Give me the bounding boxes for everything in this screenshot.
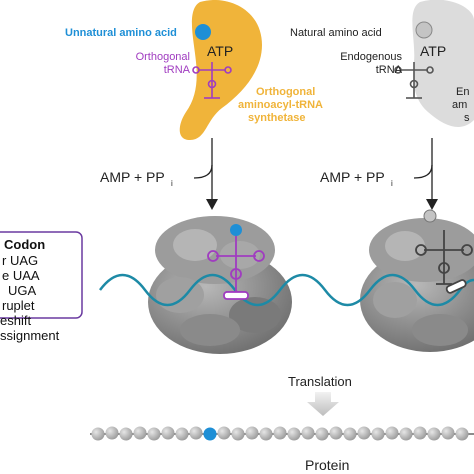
protein-chain bbox=[91, 426, 469, 441]
codon-item: ssignment bbox=[0, 328, 60, 343]
endogenous-trna-small-icon bbox=[394, 62, 434, 99]
synthetase-label-3: synthetase bbox=[248, 112, 305, 124]
protein-bead bbox=[259, 427, 273, 441]
right-amp-label: AMP + PP bbox=[320, 169, 385, 185]
protein-bead bbox=[189, 426, 203, 440]
synthetase-label-2: aminoacyl-tRNA bbox=[238, 99, 323, 111]
unnatural-amino-acid-label: Unnatural amino acid bbox=[65, 27, 177, 39]
orthogonal-anticodon bbox=[223, 291, 249, 300]
codon-item: eshift bbox=[0, 313, 31, 328]
left-amp-label: AMP + PP bbox=[100, 169, 165, 185]
endogenous-trna-label-2: tRNA bbox=[376, 64, 403, 76]
left-amp-subscript: i bbox=[171, 179, 173, 188]
protein-bead bbox=[343, 427, 357, 441]
left-atp-label: ATP bbox=[207, 43, 233, 59]
protein-bead bbox=[371, 427, 385, 441]
right-arrowhead bbox=[426, 199, 438, 210]
left-arrowhead bbox=[206, 199, 218, 210]
natural-amino-acid-label: Natural amino acid bbox=[290, 27, 382, 39]
codon-box-title: Codon bbox=[4, 237, 45, 252]
translation-arrow bbox=[307, 392, 339, 416]
orthogonal-trna-label-1: Orthogonal bbox=[136, 51, 190, 63]
protein-label: Protein bbox=[305, 457, 349, 473]
protein-bead bbox=[217, 426, 231, 440]
orthogonal-trna-label-2: tRNA bbox=[164, 64, 191, 76]
protein-bead bbox=[231, 427, 245, 441]
orthogonal-trna-small-icon bbox=[192, 62, 232, 99]
natural-amino-acid-dot bbox=[415, 21, 433, 39]
protein-bead bbox=[245, 426, 259, 440]
codon-item: e UAA bbox=[2, 268, 40, 283]
right-synthetase-label-2: am bbox=[452, 99, 467, 111]
unnatural-amino-acid-dot bbox=[195, 24, 211, 40]
protein-bead bbox=[147, 427, 161, 441]
translation-label: Translation bbox=[288, 374, 352, 389]
endogenous-trna-label-1: Endogenous bbox=[340, 51, 402, 63]
left-reaction-arrow bbox=[193, 138, 213, 200]
right-reaction-arrow bbox=[413, 138, 433, 200]
protein-bead bbox=[175, 427, 189, 441]
right-synthetase-label-1: En bbox=[456, 86, 469, 98]
protein-bead bbox=[385, 426, 399, 440]
right-amp-subscript: i bbox=[391, 179, 393, 188]
protein-bead bbox=[399, 427, 413, 441]
protein-bead bbox=[427, 427, 441, 441]
codon-box bbox=[0, 231, 83, 319]
protein-bead-unnatural bbox=[203, 427, 217, 441]
protein-bead bbox=[413, 426, 427, 440]
right-ribosome bbox=[360, 218, 474, 352]
protein-bead bbox=[133, 426, 147, 440]
protein-bead bbox=[441, 426, 455, 440]
protein-bead bbox=[329, 426, 343, 440]
protein-bead bbox=[287, 427, 301, 441]
endogenous-trna-on-ribosome bbox=[415, 230, 473, 285]
ribosome-natural-amino-acid bbox=[423, 209, 437, 223]
codon-item: UGA bbox=[8, 283, 37, 298]
protein-bead bbox=[161, 426, 175, 440]
protein-bead bbox=[91, 427, 105, 441]
mrna-strand bbox=[99, 273, 474, 307]
right-atp-label: ATP bbox=[420, 43, 446, 59]
protein-bead bbox=[455, 427, 469, 441]
codon-item: ruplet bbox=[2, 298, 35, 313]
left-ribosome bbox=[148, 216, 292, 354]
right-synthetase-label-3: s bbox=[464, 112, 470, 124]
protein-bead bbox=[301, 426, 315, 440]
protein-bead bbox=[273, 426, 287, 440]
protein-bead bbox=[315, 427, 329, 441]
protein-bead bbox=[119, 427, 133, 441]
endogenous-anticodon bbox=[445, 279, 467, 294]
protein-bead bbox=[105, 426, 119, 440]
protein-bead bbox=[357, 426, 371, 440]
synthetase-label-1: Orthogonal bbox=[256, 86, 315, 98]
codon-item: r UAG bbox=[2, 253, 38, 268]
ribosome-unnatural-amino-acid bbox=[230, 224, 242, 236]
